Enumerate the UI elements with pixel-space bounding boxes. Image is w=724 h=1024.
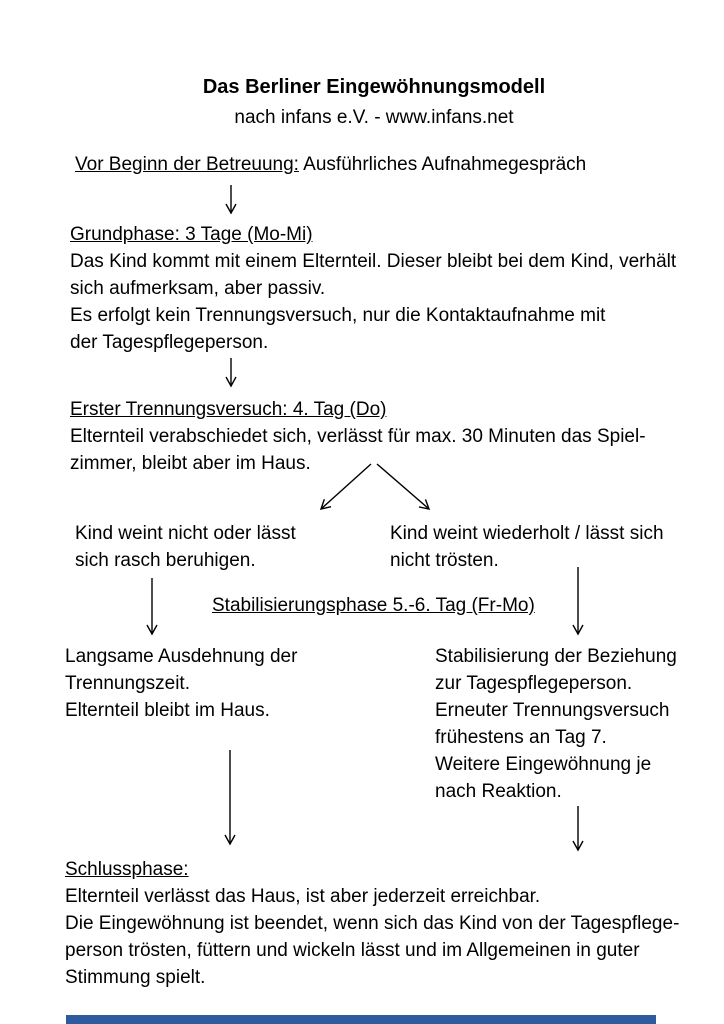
schlussphase-heading: Schlussphase: [65, 859, 189, 880]
text-line: Erneuter Trennungsversuch [435, 700, 670, 721]
text-line: sich aufmerksam, aber passiv. [70, 278, 326, 299]
text-line: nicht trösten. [390, 550, 499, 571]
text-line: zimmer, bleibt aber im Haus. [70, 453, 311, 474]
text-line: Stimmung spielt. [65, 967, 206, 988]
grundphase-text: Das Kind kommt mit einem Elternteil. Die… [70, 248, 676, 356]
text-line: Die Eingewöhnung ist beendet, wenn sich … [65, 913, 680, 934]
text-line: sich rasch beruhigen. [75, 550, 256, 571]
trennungsversuch-text: Elternteil verabschiedet sich, verlässt … [70, 423, 646, 477]
text-line: Langsame Ausdehnung der [65, 646, 298, 667]
branch-arrow-left-icon [319, 463, 372, 510]
text-line: Stabilisierung der Beziehung [435, 646, 677, 667]
trennungsversuch-heading: Erster Trennungsversuch: 4. Tag (Do) [70, 399, 387, 420]
text-line: Weitere Eingewöhnung je [435, 754, 652, 775]
bottom-blue-bar [66, 1015, 656, 1024]
page-subtitle: nach infans e.V. - www.infans.net [234, 107, 514, 128]
text-line: Kind weint wiederholt / lässt sich [390, 523, 664, 544]
text-line: Es erfolgt kein Trennungsversuch, nur di… [70, 305, 606, 326]
text-line: Elternteil verlässt das Haus, ist aber j… [65, 886, 541, 907]
text-line: Das Kind kommt mit einem Elternteil. Die… [70, 251, 677, 272]
intro-text: Ausführliches Aufnahmegespräch [303, 154, 587, 175]
branch-left-text: Kind weint nicht oder lässt sich rasch b… [75, 520, 296, 574]
text-line: person trösten, füttern und wickeln läss… [65, 940, 640, 961]
schlussphase-text: Elternteil verlässt das Haus, ist aber j… [65, 883, 679, 991]
page-title: Das Berliner Eingewöhnungsmodell [202, 76, 546, 98]
text-line: frühestens an Tag 7. [435, 727, 607, 748]
text-line: der Tagespflegeperson. [70, 332, 269, 353]
text-line: Elternteil bleibt im Haus. [65, 700, 270, 721]
stabilisierung-left-text: Langsame Ausdehnung der Trennungszeit. E… [65, 643, 297, 724]
branch-arrow-right-icon [376, 463, 431, 510]
text-line: zur Tagespflegeperson. [435, 673, 633, 694]
text-line: Trennungszeit. [65, 673, 190, 694]
grundphase-heading: Grundphase: 3 Tage (Mo-Mi) [70, 224, 313, 245]
text-line: Kind weint nicht oder lässt [75, 523, 296, 544]
intro-heading: Vor Beginn der Betreuung: [75, 154, 299, 175]
intro-line: Vor Beginn der Betreuung: Ausführliches … [75, 151, 586, 178]
text-line: nach Reaktion. [435, 781, 562, 802]
stabilisierungsphase-heading: Stabilisierungsphase 5.-6. Tag (Fr-Mo) [212, 595, 535, 616]
branch-right-text: Kind weint wiederholt / lässt sich nicht… [390, 520, 664, 574]
text-line: Elternteil verabschiedet sich, verlässt … [70, 426, 646, 447]
stabilisierung-right-text: Stabilisierung der Beziehung zur Tagespf… [435, 643, 677, 805]
